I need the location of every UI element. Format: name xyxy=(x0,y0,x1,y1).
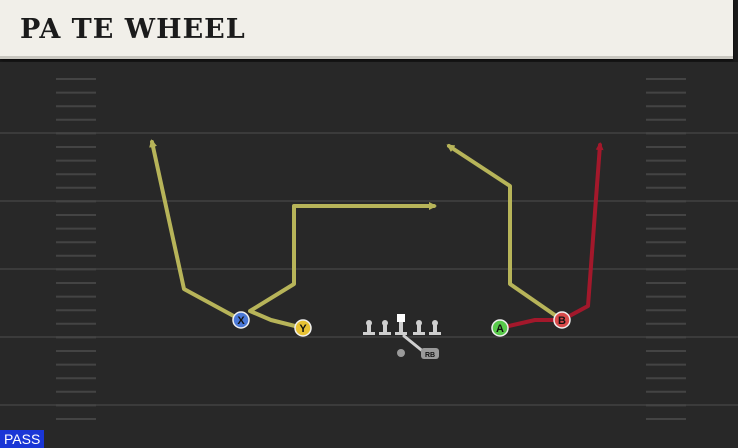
title-bar: PA TE WHEEL xyxy=(0,0,733,59)
lineman-rg xyxy=(413,320,425,335)
play-title: PA TE WHEEL xyxy=(20,14,246,45)
offensive-line xyxy=(363,314,441,335)
play-type-badge: PASS xyxy=(0,430,45,448)
hash-marks-right xyxy=(646,78,686,420)
route-y xyxy=(248,202,437,330)
route-x xyxy=(149,139,243,322)
field-turf xyxy=(0,62,738,448)
player-y-label: Y xyxy=(299,323,307,335)
yard-lines xyxy=(0,132,738,406)
lineman-rt xyxy=(429,320,441,335)
route-b xyxy=(446,144,564,322)
lineman-lt xyxy=(363,320,375,335)
player-b[interactable]: B xyxy=(553,311,571,329)
player-x[interactable]: X xyxy=(232,311,250,329)
player-rb: RB xyxy=(421,348,439,359)
hash-marks-left xyxy=(56,78,96,420)
play-field: RB X Y A B xyxy=(0,62,738,448)
lineman-lg xyxy=(379,320,391,335)
lineman-c xyxy=(395,314,407,335)
player-a-label: A xyxy=(496,323,504,335)
player-rb-label: RB xyxy=(425,352,435,359)
player-x-label: X xyxy=(237,315,245,327)
player-a[interactable]: A xyxy=(491,319,509,337)
player-b-label: B xyxy=(558,315,566,327)
player-y[interactable]: Y xyxy=(294,319,312,337)
quarterback xyxy=(397,349,405,357)
